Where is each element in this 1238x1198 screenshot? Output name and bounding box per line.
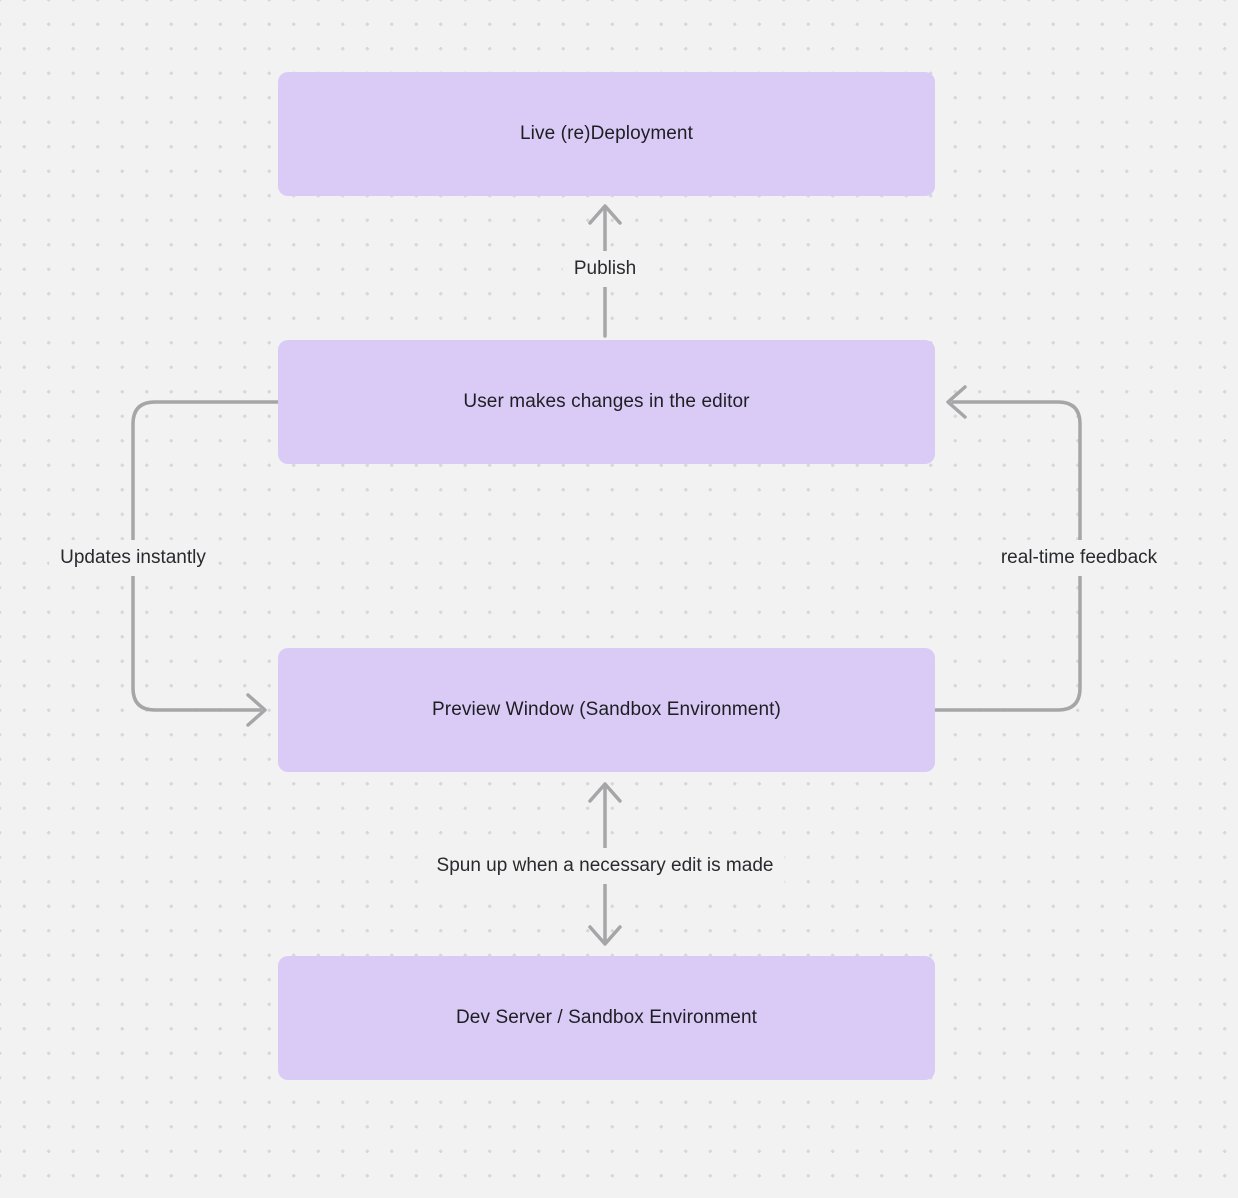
updates-arrowhead-right-icon	[246, 693, 267, 727]
node-preview-window: Preview Window (Sandbox Environment)	[278, 648, 935, 772]
spunup-arrowhead-down-icon	[588, 925, 622, 946]
publish-arrowhead-up-icon	[588, 204, 622, 225]
edge-label-realtime-feedback: real-time feedback	[989, 540, 1169, 576]
edge-label-spun-up: Spun up when a necessary edit is made	[425, 848, 785, 884]
edge-label-publish: Publish	[562, 251, 648, 287]
feedback-arrowhead-left-icon	[946, 385, 967, 419]
spunup-arrowhead-up-icon	[588, 782, 622, 803]
node-live-redeployment-label: Live (re)Deployment	[520, 123, 693, 144]
node-preview-window-label: Preview Window (Sandbox Environment)	[432, 699, 781, 720]
node-dev-server: Dev Server / Sandbox Environment	[278, 956, 935, 1080]
node-editor-changes: User makes changes in the editor	[278, 340, 935, 464]
node-live-redeployment: Live (re)Deployment	[278, 72, 935, 196]
edge-label-updates-instantly: Updates instantly	[49, 540, 217, 576]
node-editor-changes-label: User makes changes in the editor	[463, 391, 750, 412]
node-dev-server-label: Dev Server / Sandbox Environment	[455, 1007, 757, 1028]
